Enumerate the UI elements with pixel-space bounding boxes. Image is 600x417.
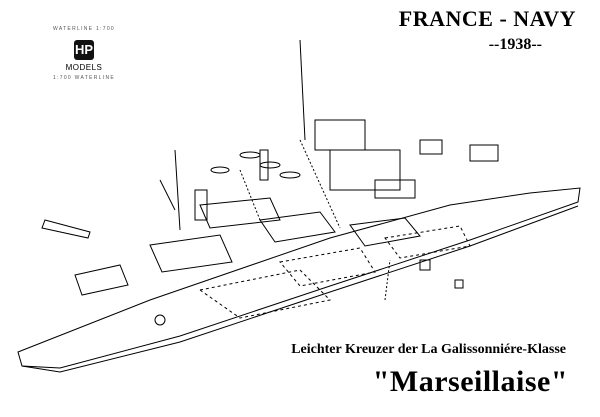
- leader-line-3: [384, 259, 391, 301]
- page-title: FRANCE - NAVY: [398, 6, 576, 31]
- small-part-2: [419, 259, 431, 271]
- mast-1: [174, 149, 181, 231]
- boat-4: [210, 166, 230, 174]
- mast-2: [299, 39, 306, 141]
- leader-line-2: [239, 169, 261, 221]
- hull-side-line: [21, 205, 579, 373]
- detached-part-1: [419, 139, 443, 155]
- aircraft-catapult: [41, 219, 91, 239]
- detached-part-2: [469, 144, 499, 162]
- boat-3: [279, 171, 301, 179]
- turret-1: [349, 217, 421, 247]
- deck-outline-dashed-3: [384, 225, 471, 259]
- deck-outline-dashed-2: [279, 247, 376, 287]
- boat-2: [259, 161, 281, 169]
- aft-gun-mount: [74, 264, 129, 296]
- year-label: --1938--: [488, 36, 542, 53]
- leader-line-1: [299, 139, 341, 229]
- small-part-1: [154, 314, 166, 326]
- funnel-2: [259, 149, 269, 181]
- aft-turret: [199, 197, 281, 229]
- small-part-3: [454, 279, 464, 289]
- turret-2: [259, 211, 336, 243]
- bridge-block: [314, 119, 366, 151]
- forward-superstructure: [329, 149, 401, 191]
- deck-outline-dashed: [198, 269, 332, 319]
- boat-1: [239, 151, 261, 159]
- logo-badge: HP: [74, 40, 94, 60]
- ship-name: "Marseillaise": [372, 365, 568, 398]
- detached-part-3: [374, 179, 416, 199]
- logo-name: MODELS: [65, 63, 103, 72]
- funnel-1: [194, 189, 208, 221]
- logo-arc-bottom-text: 1:700 WATERLINE: [52, 75, 115, 81]
- hull-outline: [17, 187, 581, 369]
- logo-arc-top-text: WATERLINE 1:700: [52, 26, 115, 32]
- aft-deck-house: [149, 234, 233, 273]
- hp-models-logo: WATERLINE 1:700 HP MODELS 1:700 WATERLIN…: [38, 12, 130, 92]
- ship-class-subtitle: Leichter Kreuzer der La Galissonniére-Kl…: [291, 342, 566, 357]
- crane-1: [159, 179, 176, 211]
